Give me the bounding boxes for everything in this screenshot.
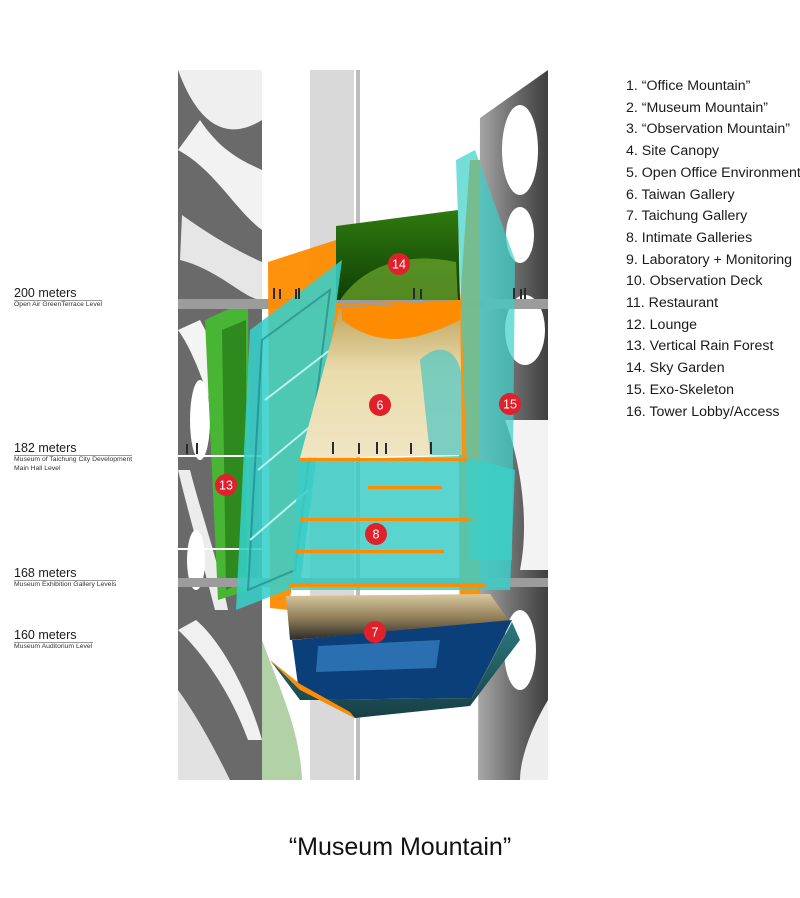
legend-item: 9. Laboratory + Monitoring <box>626 251 793 268</box>
legend-item: 16. Tower Lobby/Access <box>626 403 780 420</box>
level-description: Museum of Taichung City Development <box>14 456 133 463</box>
room-marker-label: 15 <box>503 398 517 412</box>
room-marker-label: 6 <box>377 399 384 413</box>
room-marker-label: 8 <box>373 528 380 542</box>
room-marker-label: 7 <box>372 626 379 640</box>
room-markers: 14 6 15 13 8 7 <box>215 253 521 643</box>
legend-item: 3. “Observation Mountain” <box>626 121 791 138</box>
room-marker-7: 7 <box>364 621 386 643</box>
legend-item: 13. Vertical Rain Forest <box>626 338 774 355</box>
room-marker-14: 14 <box>388 253 410 275</box>
level-182: 182 meters Museum of Taichung City Devel… <box>14 441 133 473</box>
legend-item: 1. “Office Mountain” <box>626 78 751 94</box>
level-description: Open Air GreenTerrace Level <box>14 301 103 308</box>
room-legend: 1. “Office Mountain” 2. “Museum Mountain”… <box>626 76 800 423</box>
level-168: 168 meters Museum Exhibition Gallery Lev… <box>14 566 117 590</box>
legend-item: 8. Intimate Galleries <box>626 229 753 246</box>
level-height: 168 meters <box>14 566 117 581</box>
legend-item: 2. “Museum Mountain” <box>626 99 768 116</box>
diagram-caption: “Museum Mountain” <box>288 833 512 861</box>
room-marker-15: 15 <box>499 393 521 415</box>
level-160: 160 meters Museum Auditorium Level <box>14 628 93 652</box>
legend-item: 4. Site Canopy <box>626 143 720 160</box>
level-description: Museum Exhibition Gallery Levels <box>14 581 117 588</box>
level-description-line2: Main Hall Level <box>14 464 61 472</box>
legend-item: 5. Open Office Environment <box>626 164 800 181</box>
legend-item: 11. Restaurant <box>626 295 719 312</box>
legend-item: 7. Taichung Gallery <box>626 208 748 225</box>
room-marker-label: 13 <box>219 479 233 493</box>
legend-item: 10. Observation Deck <box>626 273 763 290</box>
level-200: 200 meters Open Air GreenTerrace Level <box>14 286 103 310</box>
room-marker-6: 6 <box>369 394 391 416</box>
level-description: Museum Auditorium Level <box>14 643 93 650</box>
taiwan-gallery <box>300 300 462 458</box>
legend-item: 14. Sky Garden <box>626 360 725 377</box>
room-marker-label: 14 <box>392 258 406 272</box>
legend-item: 15. Exo-Skeleton <box>626 381 735 398</box>
people-figures <box>186 288 526 454</box>
level-height: 200 meters <box>14 286 103 301</box>
room-marker-13: 13 <box>215 474 237 496</box>
level-height: 160 meters <box>14 628 93 643</box>
taichung-gallery <box>286 594 510 640</box>
intimate-galleries <box>292 456 515 590</box>
room-marker-8: 8 <box>365 523 387 545</box>
legend-item: 6. Taiwan Gallery <box>626 186 735 203</box>
legend-item: 12. Lounge <box>626 316 698 333</box>
level-height: 182 meters <box>14 441 133 456</box>
